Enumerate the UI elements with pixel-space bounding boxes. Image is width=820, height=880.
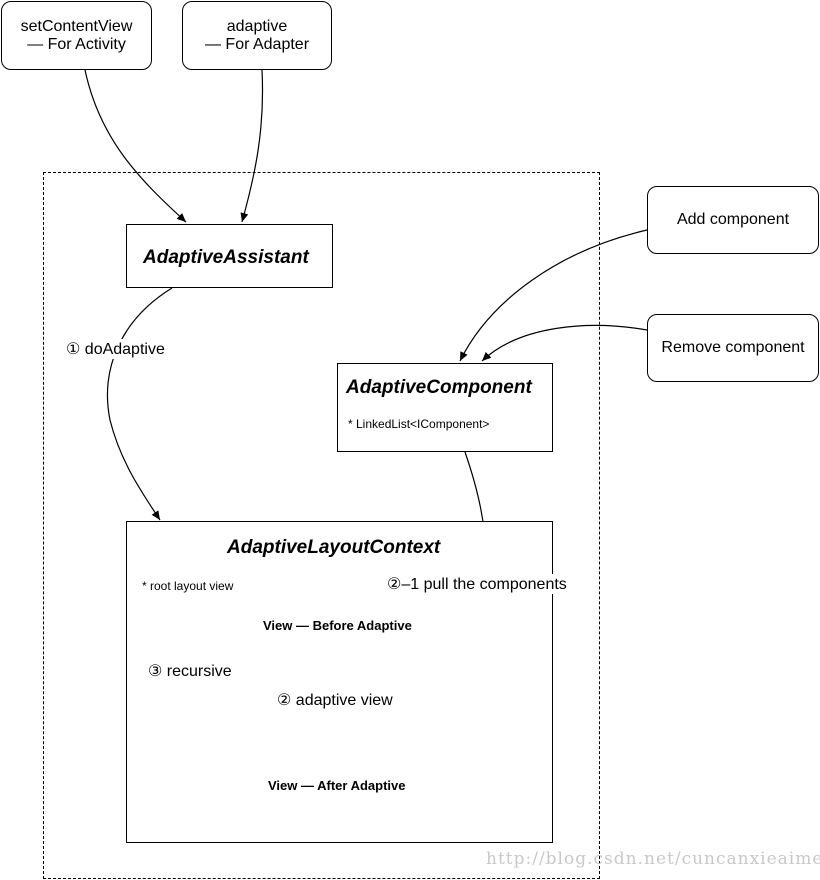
adaptive-adapter-line2: — For Adapter (204, 35, 310, 53)
edge-remove-component (481, 324, 648, 362)
adaptive-layout-context-title: AdaptiveLayoutContext (227, 537, 441, 558)
adaptive-layout-context-node: AdaptiveLayoutContext * root layout view (126, 521, 553, 843)
edge-adaptive-to-assistant (240, 69, 264, 223)
setcontentview-line2: — For Activity (27, 35, 126, 53)
remove-component-node: Remove component (647, 314, 819, 382)
view-after-adaptive: View — After Adaptive (268, 778, 406, 793)
label-recursive: ③ recursive (146, 661, 234, 681)
add-component-node: Add component (647, 186, 819, 254)
adaptive-system-boundary (43, 172, 600, 879)
add-component-label: Add component (676, 211, 790, 228)
label-pull-components: ②–1 pull the components (385, 574, 569, 594)
watermark: http://blog.csdn.net/cuncanxieaimei (486, 849, 820, 869)
setcontentview-node: setContentView — For Activity (1, 1, 152, 70)
setcontentview-line1: setContentView (20, 17, 133, 35)
adaptive-layout-context-note: * root layout view (142, 579, 234, 593)
adaptive-adapter-line1: adaptive (226, 17, 288, 35)
remove-component-label: Remove component (661, 339, 805, 356)
edge-doadaptive (106, 287, 173, 521)
adaptive-component-title: AdaptiveComponent (346, 377, 532, 398)
adaptive-component-note: * LinkedList<IComponent> (348, 417, 490, 431)
edge-add-component (459, 229, 648, 362)
label-do-adaptive: ① doAdaptive (64, 339, 167, 359)
label-adaptive-view: ② adaptive view (275, 690, 395, 710)
edge-setcontentview-to-assistant (84, 69, 187, 223)
adaptive-adapter-node: adaptive — For Adapter (182, 1, 332, 70)
adaptive-assistant-node: AdaptiveAssistant (126, 224, 333, 288)
adaptive-component-node: AdaptiveComponent * LinkedList<IComponen… (337, 363, 553, 452)
view-before-adaptive: View — Before Adaptive (263, 618, 412, 633)
adaptive-assistant-title: AdaptiveAssistant (143, 247, 309, 268)
